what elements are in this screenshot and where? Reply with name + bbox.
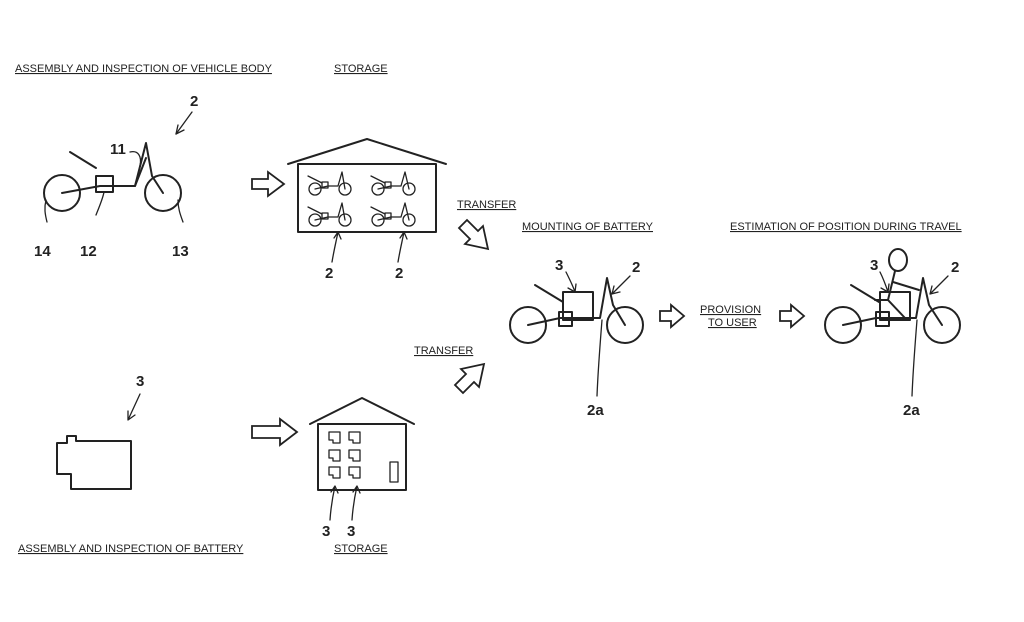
battery-holder — [95, 175, 114, 193]
vehicle-body — [43, 142, 184, 223]
rider-body — [874, 270, 920, 319]
ref-storage-vehicle-b: 2 — [395, 265, 403, 282]
ref-battery: 3 — [136, 373, 144, 390]
ref-storage-battery-b: 3 — [347, 523, 355, 540]
transfer-arrow-bottom — [453, 362, 486, 395]
caption-transfer-top: TRANSFER — [457, 199, 516, 211]
ref-frame: 11 — [110, 141, 126, 158]
ref-vehicle-user-part: 2a — [903, 402, 920, 419]
ref-battery-user: 3 — [870, 257, 878, 274]
ref-storage-vehicle-a: 2 — [325, 265, 333, 282]
rider-head — [888, 248, 908, 272]
ref-vehicle-user: 2 — [951, 259, 959, 276]
caption-storage-bottom: STORAGE — [334, 543, 388, 555]
caption-provision-line2: TO USER — [708, 317, 757, 329]
ref-front-wheel: 13 — [172, 243, 189, 260]
flow-arrow-vehicle-storage — [251, 170, 286, 198]
ref-vehicle-mounted-part: 2a — [587, 402, 604, 419]
caption-provision-line1: PROVISION — [700, 304, 761, 316]
seat — [69, 151, 97, 169]
transfer-arrow-top — [457, 218, 490, 251]
mounted-battery — [562, 291, 594, 321]
stored-vehicle — [370, 202, 416, 227]
rear-wheel — [43, 174, 81, 212]
flow-arrow-provision-user — [779, 303, 806, 329]
vehicle-with-battery — [509, 271, 644, 397]
battery — [56, 435, 132, 490]
ref-storage-battery-a: 3 — [322, 523, 330, 540]
flow-arrow-battery-storage — [251, 417, 299, 447]
battery-storage-building — [309, 397, 415, 521]
stored-battery-icons — [328, 431, 399, 483]
roof — [287, 138, 447, 165]
caption-mounting: MOUNTING OF BATTERY — [522, 221, 654, 233]
stored-vehicle — [307, 202, 352, 227]
front-wheel — [144, 174, 182, 212]
caption-storage-top: STORAGE — [334, 63, 388, 75]
caption-battery-assembly: ASSEMBLY AND INSPECTION OF BATTERY — [18, 543, 244, 555]
storage-wall — [297, 163, 437, 233]
stored-vehicle — [370, 171, 416, 196]
caption-estimation: ESTIMATION OF POSITION DURING TRAVEL — [730, 221, 962, 233]
caption-vehicle-assembly: ASSEMBLY AND INSPECTION OF VEHICLE BODY — [15, 63, 273, 75]
ref-holder: 12 — [80, 243, 97, 260]
ref-battery-mounted: 3 — [555, 257, 563, 274]
vehicle-storage-building — [287, 138, 447, 263]
battery-body — [56, 435, 132, 490]
caption-transfer-bottom: TRANSFER — [414, 345, 473, 357]
stored-vehicle — [307, 171, 352, 196]
ref-vehicle-mounted: 2 — [632, 259, 640, 276]
ref-vehicle: 2 — [190, 93, 198, 110]
ref-rear-wheel: 14 — [34, 243, 51, 260]
flow-arrow-mounting-provision — [659, 303, 686, 329]
vehicle-with-rider — [824, 248, 961, 397]
